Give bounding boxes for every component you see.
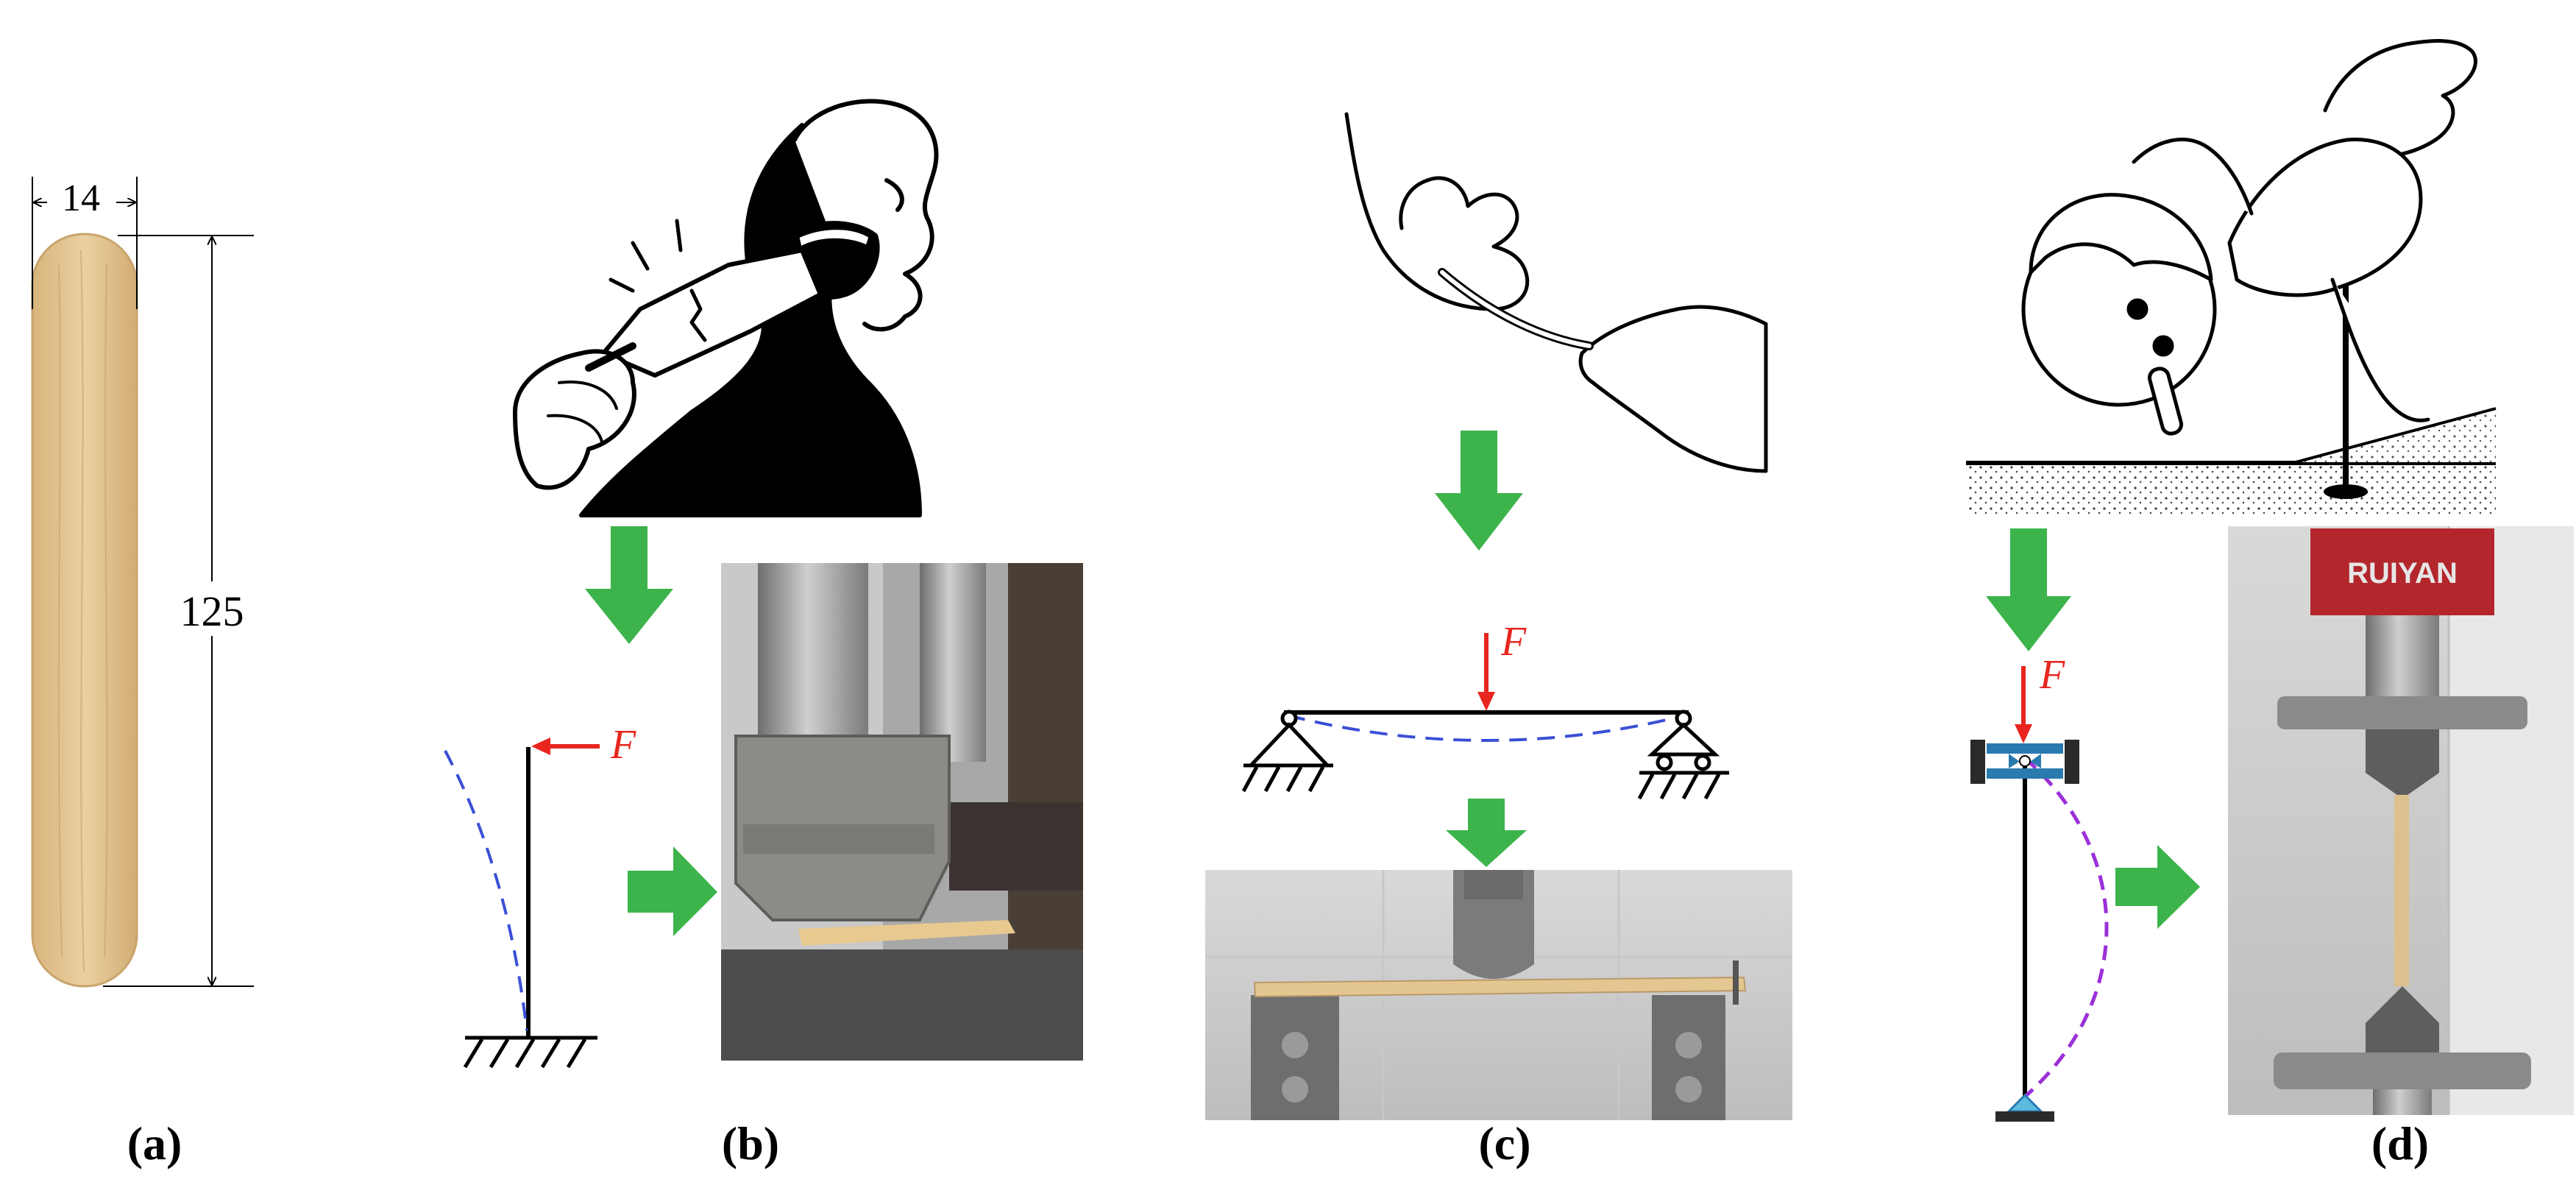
width-dimension-label: 14 — [62, 177, 100, 219]
panel-b: F (b) — [444, 99, 1083, 1170]
popsicle-stick — [31, 233, 138, 988]
force-arrowhead — [531, 737, 550, 755]
pin-support-icon — [1995, 1093, 2054, 1122]
child-arm-up — [2132, 138, 2254, 216]
popsicle-body — [601, 248, 823, 378]
buckling-deflection-curve — [2023, 757, 2109, 1098]
popsicle-crack — [689, 289, 707, 342]
impact-lines — [608, 219, 683, 293]
panel-c: F — [1205, 112, 1792, 1170]
beam-deflection-curve — [1287, 714, 1686, 742]
nose — [884, 178, 904, 212]
falling-child-illustration — [1966, 39, 2497, 515]
wood-grain — [57, 250, 108, 972]
force-label-d: F — [2039, 652, 2065, 698]
child-arm-down — [2330, 277, 2430, 422]
simply-supported-beam-diagram: F — [1241, 619, 1729, 800]
force-label-c: F — [1500, 619, 1527, 665]
machine-brand-label: RUIYAN — [2347, 557, 2458, 590]
right-hand — [1578, 305, 1768, 473]
buckling-column-diagram: F — [1970, 652, 2109, 1122]
fixed-support-icon — [463, 1036, 597, 1069]
hinge-icon — [1970, 740, 2079, 784]
cantilever-diagram: F — [444, 722, 636, 1069]
child-legs — [2323, 39, 2477, 160]
bent-stick-fill — [1440, 270, 1592, 348]
pin-support-icon — [1241, 710, 1333, 793]
green-down-arrow-icon — [1435, 431, 1523, 551]
left-hand — [1344, 112, 1530, 311]
green-right-arrow-icon — [628, 846, 717, 936]
panel-a: 14 125 (a) — [31, 177, 254, 1170]
child-body — [2227, 138, 2423, 297]
force-arrowhead — [2015, 724, 2032, 743]
green-down-arrow-icon — [1986, 528, 2071, 651]
panel-label-c: (c) — [1478, 1117, 1530, 1170]
face-outline — [792, 99, 939, 332]
stick-held — [585, 342, 636, 372]
panel-d: F RUIYAN — [1966, 39, 2574, 1170]
green-down-arrow-icon — [585, 526, 673, 644]
biting-popsicle-illustration — [513, 99, 939, 517]
panel-label-b: (b) — [722, 1117, 779, 1170]
cantilever-deflection-curve — [444, 750, 528, 1031]
child-hair — [2029, 193, 2213, 282]
hand-fingers — [547, 381, 618, 443]
panel-label-a: (a) — [127, 1117, 182, 1170]
child-popsicle — [2147, 367, 2184, 436]
stick-base — [2324, 484, 2368, 499]
length-dimension-label: 125 — [180, 587, 244, 635]
force-label-b: F — [610, 722, 636, 768]
cantilever-test-photo — [721, 563, 1083, 1061]
child-eye-left — [2126, 298, 2149, 320]
panel-label-d: (d) — [2371, 1117, 2429, 1170]
force-arrowhead — [1477, 692, 1495, 711]
teeth — [797, 227, 871, 249]
compression-test-photo: RUIYAN — [2228, 526, 2574, 1115]
child-eye-right — [2152, 335, 2174, 357]
green-down-arrow-icon — [1446, 799, 1527, 867]
green-right-arrow-icon — [2115, 845, 2200, 929]
three-point-bending-photo — [1205, 870, 1792, 1120]
bending-stick-illustration — [1344, 112, 1768, 473]
roller-support-icon — [1637, 710, 1729, 800]
